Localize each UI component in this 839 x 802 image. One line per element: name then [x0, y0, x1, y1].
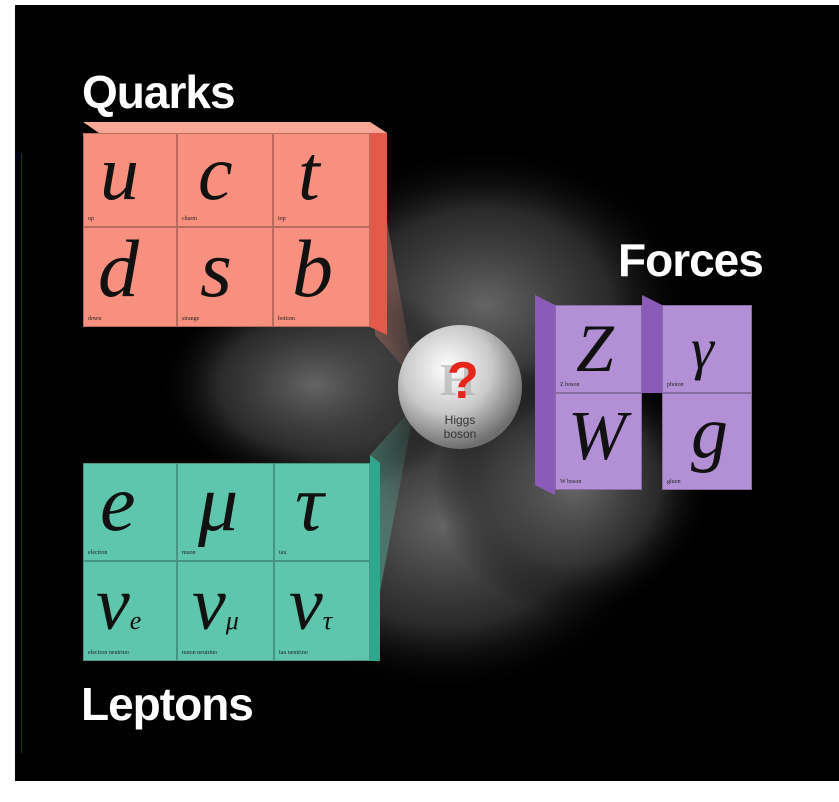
force-cell-photon: γ photon — [662, 305, 752, 393]
quark-symbol: s — [200, 227, 232, 314]
force-label: gluon — [667, 479, 681, 485]
lepton-beam — [370, 405, 415, 645]
quark-cell-bottom: b bottom — [273, 227, 370, 327]
lepton-symbol: τ — [295, 463, 324, 548]
lepton-cell-tau: τ tau — [274, 463, 370, 561]
quark-label: up — [88, 216, 94, 222]
lepton-subscript: e — [129, 606, 142, 635]
forces-title: Forces — [618, 234, 764, 286]
higgs-glyph: H — [440, 354, 476, 405]
higgs-label-line1: Higgs — [444, 413, 476, 427]
force-symbol: W — [568, 398, 627, 475]
quarks-title: Quarks — [82, 66, 236, 118]
quark-symbol: d — [98, 227, 139, 314]
quark-symbol: u — [100, 133, 139, 216]
higgs-ball — [398, 325, 522, 449]
lepton-cell-electron-neutrino: νe electron neutrino — [83, 561, 177, 661]
quark-label: charm — [182, 216, 197, 222]
lepton-cell-muon: μ muon — [177, 463, 274, 561]
force-symbol: Z — [576, 310, 614, 386]
frame-edge — [21, 153, 22, 753]
lepton-cell-electron: e electron — [83, 463, 177, 561]
quark-symbol: c — [198, 133, 233, 216]
lepton-label: electron neutrino — [88, 650, 129, 656]
lepton-block-side — [370, 455, 380, 661]
lepton-subscript: τ — [322, 606, 333, 635]
force-block-side — [535, 295, 555, 495]
force-cell-z-boson: Z Z boson — [555, 305, 642, 393]
lepton-cell-muon-neutrino: νμ muon neutrino — [177, 561, 274, 661]
lepton-symbol: μ — [198, 463, 239, 548]
lepton-symbol: νe — [96, 562, 142, 646]
quark-cell-down: d down — [83, 227, 177, 327]
lepton-cell-tau-neutrino: ντ tau neutrino — [274, 561, 370, 661]
quark-block-side — [370, 122, 387, 335]
quark-symbol: b — [292, 227, 333, 314]
force-cell-gluon: g gluon — [662, 393, 752, 490]
question-mark-icon: ? — [447, 352, 479, 410]
quark-label: bottom — [278, 316, 296, 322]
force-label: Z boson — [560, 382, 580, 388]
leptons-title: Leptons — [81, 678, 254, 730]
quark-block-top — [83, 122, 387, 133]
lepton-symbol: νμ — [192, 562, 239, 646]
standard-model-diagram: Quarks Forces Leptons u up c charm t top… — [15, 5, 839, 781]
quark-label: strange — [182, 316, 200, 322]
quark-cell-up: u up — [83, 133, 177, 227]
force-block-side — [642, 295, 662, 393]
quark-symbol: t — [298, 133, 320, 216]
force-label: photon — [667, 382, 684, 388]
lepton-label: muon neutrino — [182, 650, 218, 656]
lepton-label: tau neutrino — [279, 650, 308, 656]
quark-label: down — [88, 316, 102, 322]
lepton-label: muon — [182, 550, 196, 556]
quark-cell-strange: s strange — [177, 227, 273, 327]
quark-cell-top: t top — [273, 133, 370, 227]
higgs-label-line2: boson — [443, 427, 477, 441]
lepton-label: tau — [279, 550, 287, 556]
lepton-symbol: ντ — [289, 562, 333, 646]
lepton-symbol: e — [100, 463, 136, 548]
force-label: W boson — [560, 479, 582, 485]
lepton-subscript: μ — [225, 606, 239, 635]
force-cell-w-boson: W W boson — [555, 393, 642, 490]
quark-cell-charm: c charm — [177, 133, 273, 227]
lepton-label: electron — [88, 550, 108, 556]
force-symbol: γ — [691, 316, 714, 381]
quark-label: top — [278, 216, 286, 222]
force-symbol: g — [691, 393, 728, 474]
